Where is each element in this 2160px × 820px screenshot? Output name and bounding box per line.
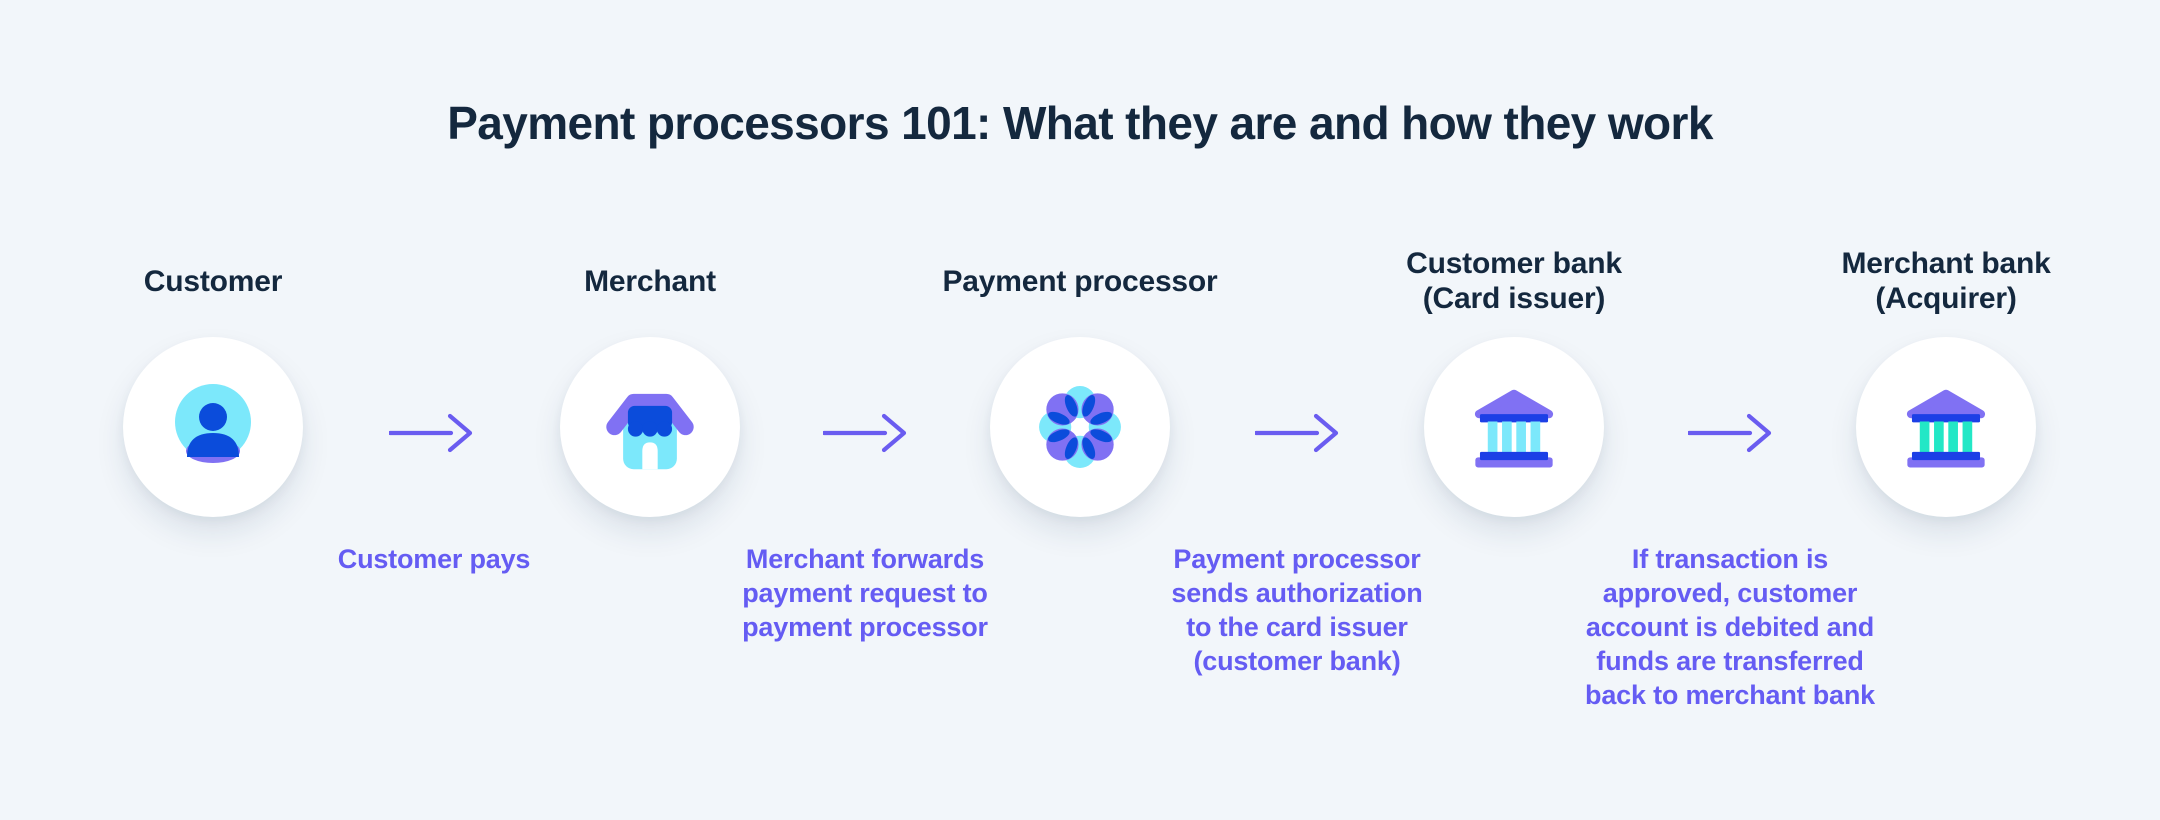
node-payment-processor-circle bbox=[990, 337, 1170, 517]
flow-caption-funds-transferred: If transaction is approved, customer acc… bbox=[1585, 544, 1875, 710]
arrow-right-icon bbox=[389, 413, 473, 453]
node-customer-bank-circle bbox=[1424, 337, 1604, 517]
arrow-right-icon bbox=[823, 413, 907, 453]
node-merchant-label: Merchant bbox=[584, 264, 716, 298]
arrow-right-icon bbox=[1255, 413, 1339, 453]
customer-bank-icon bbox=[1474, 389, 1554, 468]
node-payment-processor-label: Payment processor bbox=[942, 264, 1218, 298]
node-merchant-bank-label: Merchant bank (Acquirer) bbox=[1841, 247, 2051, 315]
node-customer-circle bbox=[123, 337, 303, 517]
node-merchant-circle bbox=[560, 337, 740, 517]
processor-flower-icon bbox=[1039, 386, 1121, 468]
node-merchant-bank-circle bbox=[1856, 337, 2036, 517]
node-customer-label: Customer bbox=[143, 264, 283, 298]
merchant-bank-icon bbox=[1906, 389, 1986, 468]
page-title: Payment processors 101: What they are an… bbox=[447, 97, 1713, 149]
flow-caption-customer-pays: Customer pays bbox=[337, 544, 531, 574]
person-icon bbox=[175, 384, 251, 463]
node-customer-bank-label: Customer bank (Card issuer) bbox=[1406, 247, 1622, 315]
flow-caption-merchant-forwards: Merchant forwards payment request to pay… bbox=[742, 544, 988, 642]
store-icon bbox=[606, 393, 694, 470]
flow-caption-sends-authorization: Payment processor sends authorization to… bbox=[1171, 544, 1423, 676]
arrow-right-icon bbox=[1688, 413, 1772, 453]
